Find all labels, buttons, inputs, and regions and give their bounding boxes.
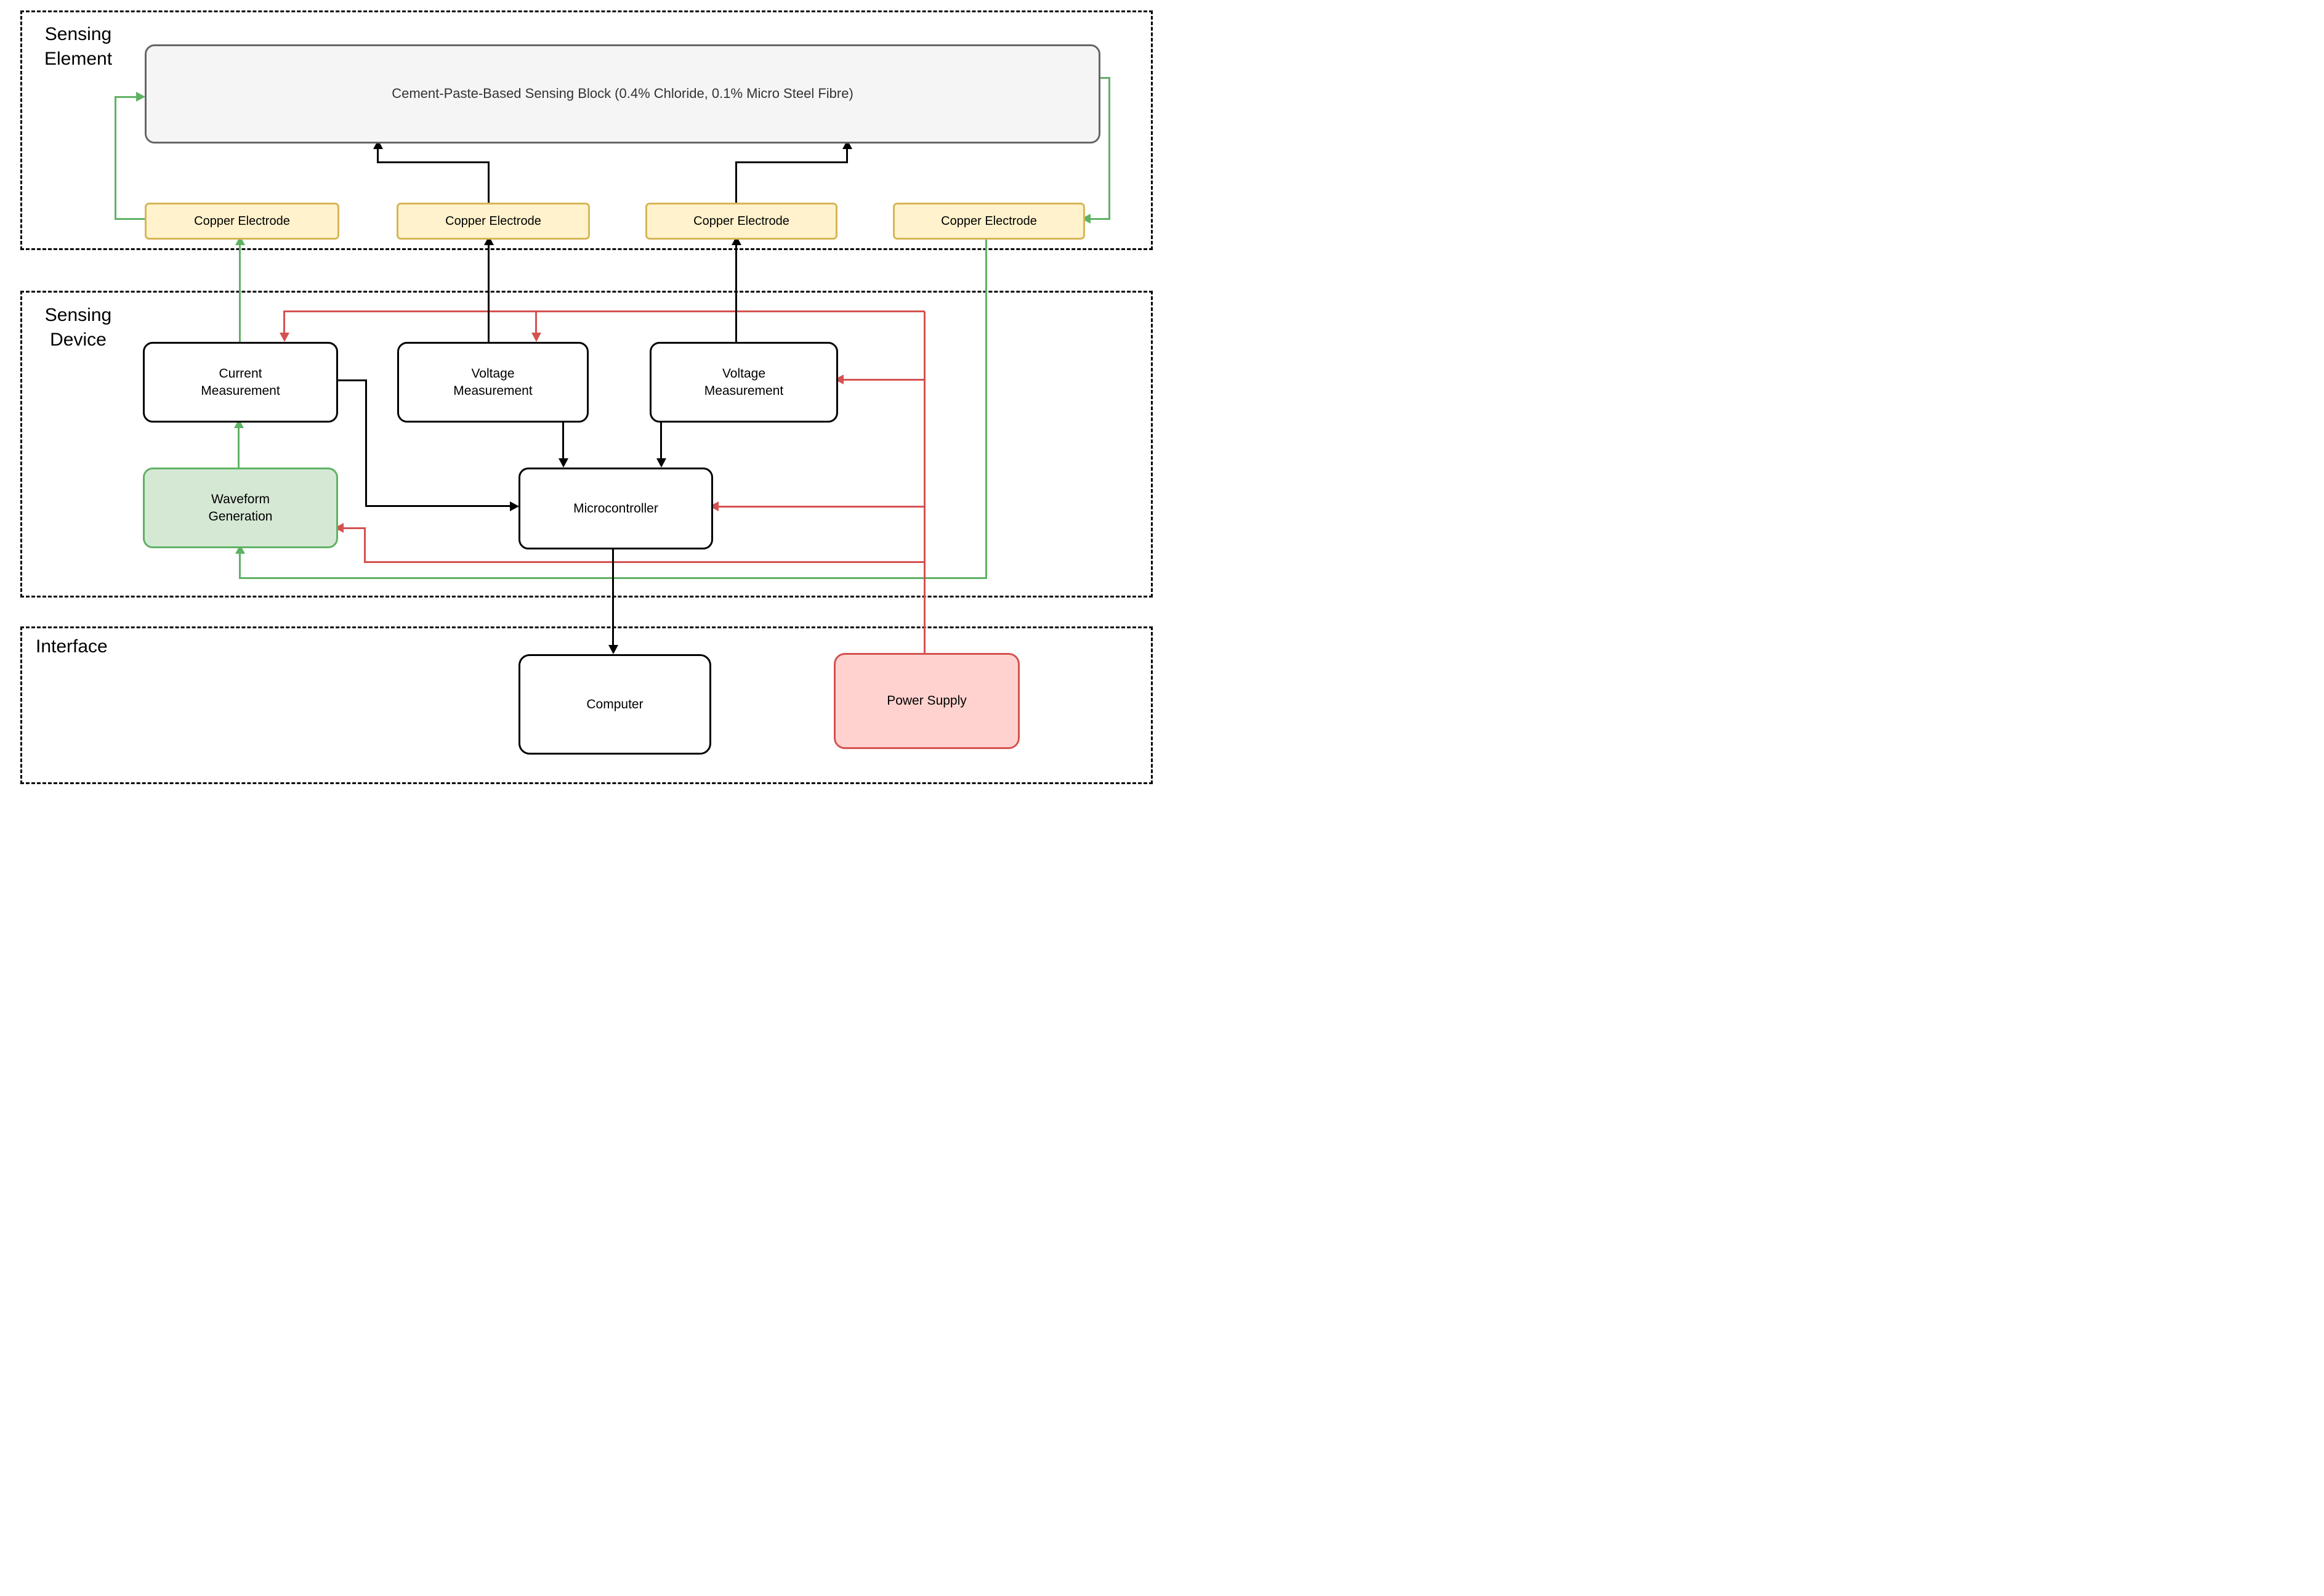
line-segment (846, 147, 848, 163)
line-segment (1089, 218, 1110, 220)
line-segment (535, 310, 537, 334)
sensing-device-label: Sensing Device (44, 305, 112, 350)
arrowhead-right (510, 501, 519, 511)
line-segment (334, 379, 367, 381)
line-segment (735, 243, 737, 342)
line-segment (342, 527, 365, 529)
line-segment (364, 527, 366, 563)
line-segment (717, 506, 925, 508)
line-segment (1097, 77, 1110, 79)
line-segment (488, 162, 490, 203)
arrowhead-down (280, 333, 289, 342)
arrowhead-down (656, 458, 666, 468)
voltage-measurement-1-box: Voltage Measurement (397, 342, 589, 423)
line-segment (488, 243, 490, 342)
arrowhead-down (559, 458, 568, 468)
current-measurement-label: Current Measurement (201, 367, 280, 398)
diagram-canvas: Sensing Element Sensing Device Interface (0, 0, 1162, 798)
arrowhead-down (608, 645, 618, 654)
line-segment (115, 218, 145, 220)
line-segment (239, 243, 241, 342)
copper-electrode-label: Copper Electrode (941, 214, 1037, 228)
line-segment (735, 162, 737, 203)
line-segment (985, 236, 987, 579)
line-segment (365, 379, 367, 507)
waveform-generation-label: Waveform Generation (208, 492, 273, 524)
voltage-measurement-label: Voltage Measurement (453, 367, 533, 398)
line-segment (924, 312, 926, 653)
current-measurement-box: Current Measurement (143, 342, 338, 423)
sensing-block: Cement-Paste-Based Sensing Block (0.4% C… (145, 44, 1100, 144)
line-segment (365, 505, 511, 507)
line-segment (612, 546, 614, 647)
sensing-element-label: Sensing Element (44, 24, 113, 70)
line-segment (283, 310, 285, 334)
line-segment (377, 161, 490, 163)
line-segment (377, 147, 379, 163)
microcontroller-box: Microcontroller (518, 468, 713, 549)
copper-electrode-label: Copper Electrode (194, 214, 290, 228)
copper-electrode-label: Copper Electrode (445, 214, 541, 228)
interface-label: Interface (36, 636, 108, 657)
line-segment (364, 561, 925, 563)
section-interface (20, 626, 1153, 784)
computer-label: Computer (586, 697, 644, 711)
copper-electrode-1: Copper Electrode (145, 203, 339, 240)
power-supply-label: Power Supply (887, 694, 967, 708)
line-segment (1108, 77, 1110, 219)
copper-electrode-label: Copper Electrode (693, 214, 789, 228)
section-sensing-device (20, 291, 1153, 597)
sensing-block-label: Cement-Paste-Based Sensing Block (0.4% C… (392, 86, 853, 102)
arrowhead-right (136, 92, 145, 102)
copper-electrode-2: Copper Electrode (397, 203, 590, 240)
voltage-measurement-2-box: Voltage Measurement (650, 342, 838, 423)
section-sensing-element (20, 10, 1153, 250)
line-segment (842, 379, 925, 381)
microcontroller-label: Microcontroller (573, 501, 658, 516)
arrowhead-down (531, 333, 541, 342)
voltage-measurement-label: Voltage Measurement (704, 367, 784, 398)
line-segment (115, 96, 116, 220)
line-segment (239, 552, 241, 579)
waveform-generation-box: Waveform Generation (143, 468, 338, 548)
line-segment (284, 310, 925, 312)
copper-electrode-4: Copper Electrode (893, 203, 1085, 240)
line-segment (238, 426, 240, 468)
line-segment (735, 161, 848, 163)
line-segment (562, 419, 564, 460)
line-segment (660, 419, 662, 460)
line-segment (115, 96, 139, 98)
computer-box: Computer (518, 654, 711, 755)
copper-electrode-3: Copper Electrode (645, 203, 837, 240)
power-supply-box: Power Supply (834, 653, 1020, 749)
